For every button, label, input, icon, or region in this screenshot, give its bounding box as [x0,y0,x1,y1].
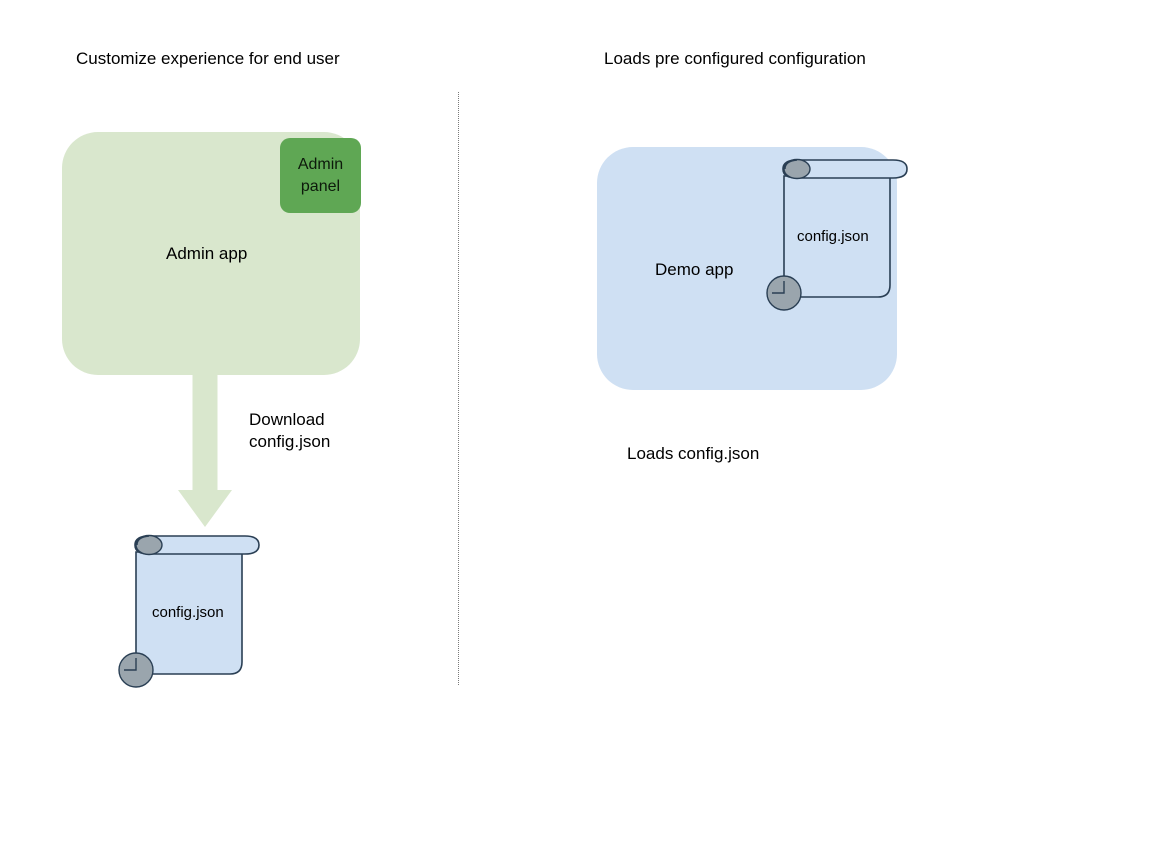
config-document-right-label: config.json [797,228,869,245]
download-arrow-label: Download config.json [249,410,331,451]
config-document-right[interactable] [766,152,914,311]
admin-panel-label: Admin panel [297,155,344,195]
download-arrow-icon [175,372,235,527]
config-document-left-label: config.json [152,604,224,621]
dotted-divider-icon [458,92,459,685]
demo-app-label: Demo app [655,260,734,279]
admin-app-label: Admin app [166,244,248,263]
admin-panel-box[interactable]: Admin panel [280,138,361,213]
right-section-title: Loads pre configured configuration [604,49,866,68]
left-section-title: Customize experience for end user [76,49,340,68]
config-document-left[interactable] [118,528,266,690]
loads-config-caption: Loads config.json [627,444,760,463]
